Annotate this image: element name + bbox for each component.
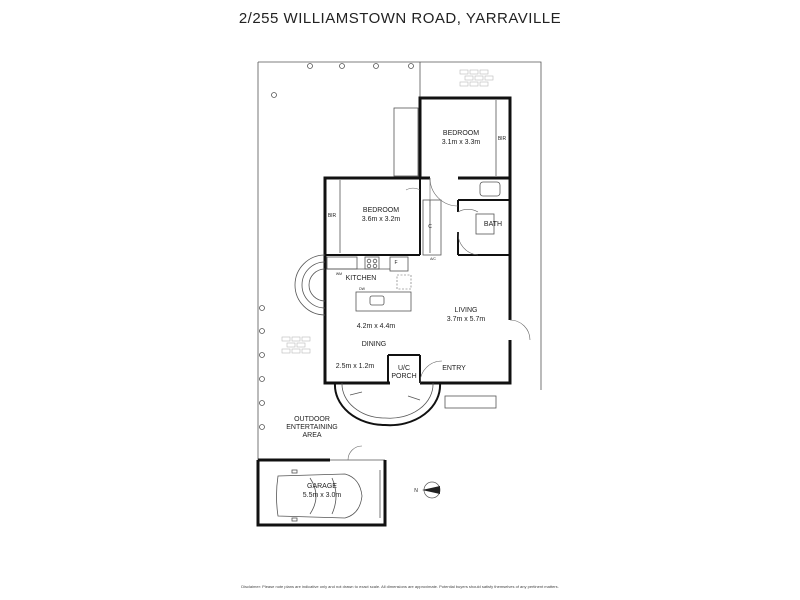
entry-label: ENTRY <box>442 365 466 372</box>
garage-label: GARAGE <box>307 483 337 490</box>
bath-label: BATH <box>484 221 502 228</box>
car-outline <box>276 469 363 522</box>
outdoor-label-2: ENTERTAINING <box>286 424 337 431</box>
door-swings <box>347 177 531 461</box>
fridge-label: F <box>394 260 397 266</box>
compass <box>422 481 441 499</box>
kitchen-dining-size: 4.2m x 4.4m <box>357 323 396 330</box>
brick-paving-top <box>459 69 494 87</box>
compass-needle-icon <box>422 486 440 494</box>
porch-label-2: PORCH <box>391 373 416 380</box>
dining-label: DINING <box>362 341 387 348</box>
bedroom-1-label: BEDROOM <box>443 130 479 137</box>
bir-1-label: BIR <box>498 136 507 142</box>
plan-title: 2/255 WILLIAMSTOWN ROAD, YARRAVILLE <box>238 10 562 27</box>
garage-size: 5.5m x 3.0m <box>303 492 342 499</box>
kitchen-label: KITCHEN <box>346 275 377 282</box>
store-size: 2.5m x 1.2m <box>336 363 375 370</box>
room-labels: BEDROOM 3.1m x 3.3m BIR BEDROOM 3.6m x 3… <box>286 130 506 499</box>
living-label: LIVING <box>455 307 478 314</box>
site-boundary <box>257 61 542 461</box>
ac-label: A/C <box>430 257 436 261</box>
living-size: 3.7m x 5.7m <box>447 316 486 323</box>
garage <box>256 458 387 527</box>
bedroom-2-label: BEDROOM <box>363 207 399 214</box>
dw-label: DW <box>359 287 366 291</box>
outdoor-label-3: AREA <box>302 432 321 439</box>
compass-n-label: N <box>414 488 418 494</box>
fixtures <box>326 100 501 409</box>
porch-curve <box>333 382 442 427</box>
external-walls <box>323 96 512 385</box>
brick-paving-side <box>281 336 311 354</box>
outdoor-label-1: OUTDOOR <box>294 416 330 423</box>
bedroom-2-size: 3.6m x 3.2m <box>362 216 401 223</box>
wm-label: WM <box>336 272 342 276</box>
bir-2-label: BIR <box>328 213 337 219</box>
disclaimer: Disclaimer: Please note plans are indica… <box>241 584 559 589</box>
internal-walls <box>325 176 510 383</box>
garden-shrubs <box>259 63 414 430</box>
porch-label-1: U/C <box>398 365 410 372</box>
bedroom-1-size: 3.1m x 3.3m <box>442 139 481 146</box>
bay-window <box>294 254 326 316</box>
cupboard-label: C <box>428 224 432 230</box>
